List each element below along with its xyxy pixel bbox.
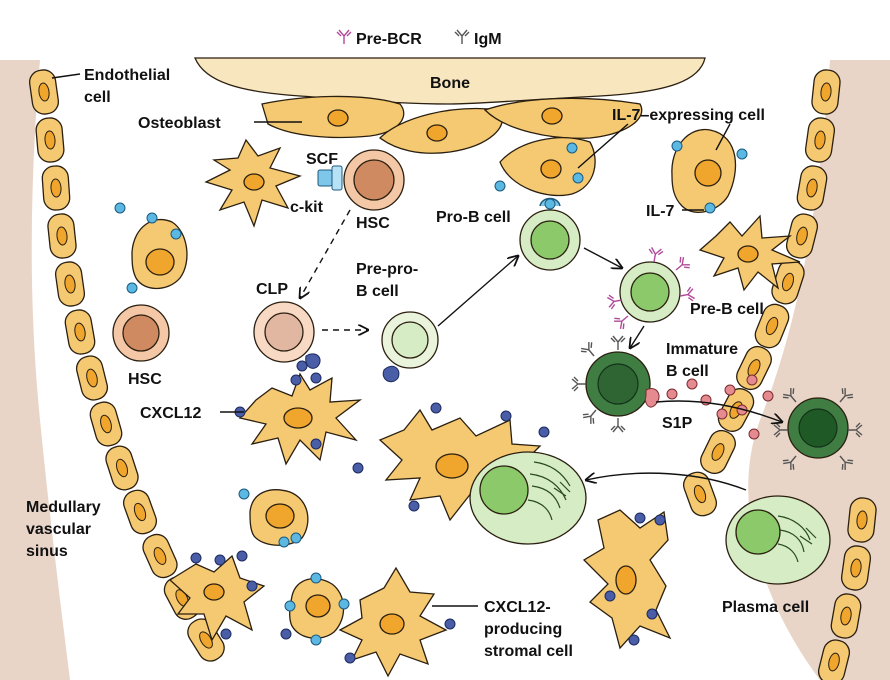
il7-expressing-cell xyxy=(494,128,748,214)
label-cxcl12: CXCL12 xyxy=(140,405,201,422)
legend-igm-label: IgM xyxy=(474,31,502,48)
pre-pro-b-cell xyxy=(381,311,439,383)
stromal-lower-left-nucleus xyxy=(203,583,225,601)
cxcl12-dots-right xyxy=(604,512,666,646)
label-plasma: Plasma cell xyxy=(722,599,809,616)
label-prepro-1: Pre-pro- xyxy=(356,261,418,278)
label-immature-2: B cell xyxy=(666,363,709,380)
arrow-hsc-to-clp xyxy=(300,209,351,298)
stromal-right-nucleus xyxy=(615,565,637,595)
label-prepro-2: B cell xyxy=(356,283,399,300)
label-ckit: c-kit xyxy=(290,199,324,216)
label-pre-b: Pre-B cell xyxy=(690,301,764,318)
label-sinus-2: vascular xyxy=(26,521,91,538)
cxcl12-bottom-nucleus xyxy=(379,613,405,635)
label-clp: CLP xyxy=(256,281,288,298)
stellate-nucleus xyxy=(243,173,265,191)
il7-cell-bottom xyxy=(284,572,350,646)
pre-b-cell xyxy=(606,246,696,332)
cxcl12-dots-lower-left xyxy=(190,550,292,640)
label-bone: Bone xyxy=(430,75,470,92)
arrow-prob-to-preb xyxy=(583,247,622,268)
label-stromal-3: stromal cell xyxy=(484,643,573,660)
igm-icon xyxy=(454,29,470,45)
cxcl12-center-nucleus xyxy=(435,453,469,479)
label-s1p: S1P xyxy=(662,415,693,432)
immature-b-cell xyxy=(571,335,660,433)
osteoblasts xyxy=(261,95,643,197)
stellate-right-nucleus xyxy=(737,245,759,263)
prebcr-icon xyxy=(336,29,352,45)
arrow-immature-to-sinus xyxy=(655,400,782,422)
leader-endothelial xyxy=(51,73,81,79)
arrow-preb-to-immature xyxy=(630,325,645,348)
cxcl12-dots-bottom xyxy=(344,618,456,664)
clp-cell xyxy=(253,301,321,369)
pro-b-cell xyxy=(519,197,581,271)
left-sinus xyxy=(0,60,70,680)
il7-cell-lower-left xyxy=(238,488,309,548)
arrow-prepro-to-prob xyxy=(437,256,518,327)
label-endothelial-1: Endothelial xyxy=(84,67,170,84)
legend: Pre-BCR IgM xyxy=(336,29,502,48)
label-pro-b: Pro-B cell xyxy=(436,209,511,226)
hsc-top xyxy=(317,149,405,211)
label-immature-1: Immature xyxy=(666,341,738,358)
label-osteoblast: Osteoblast xyxy=(138,115,221,132)
label-stromal-1: CXCL12- xyxy=(484,599,551,616)
label-endothelial-2: cell xyxy=(84,89,111,106)
legend-prebcr-label: Pre-BCR xyxy=(356,31,422,48)
hsc-left xyxy=(112,304,170,362)
cxcl12-left-nucleus xyxy=(283,407,313,429)
label-sinus-1: Medullary xyxy=(26,499,101,516)
plasma-cell-right xyxy=(725,495,831,585)
plasma-cell-center xyxy=(469,451,587,545)
label-il7-expressing: IL-7–expressing cell xyxy=(612,107,765,124)
label-il7: IL-7 xyxy=(646,203,675,220)
label-scf: SCF xyxy=(306,151,338,168)
bone xyxy=(194,57,706,105)
label-hsc-top: HSC xyxy=(356,215,390,232)
label-hsc-left: HSC xyxy=(128,371,162,388)
label-stromal-2: producing xyxy=(484,621,562,638)
arrow-plasma-migration xyxy=(586,473,747,491)
leader-il7-expressing xyxy=(577,123,731,169)
il7-cell-left xyxy=(114,202,188,294)
immature-b-cell-sinus xyxy=(773,386,863,472)
label-sinus-3: sinus xyxy=(26,543,68,560)
